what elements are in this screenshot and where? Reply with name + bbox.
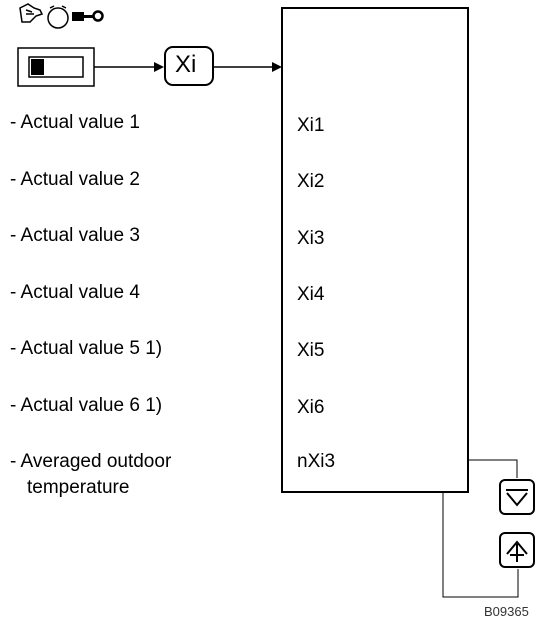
wire-down-button [468, 459, 518, 478]
hand-icon [19, 3, 44, 23]
code-xi1: Xi1 [297, 115, 325, 136]
code-xi4: Xi4 [297, 284, 325, 305]
up-arrow-button[interactable] [499, 532, 535, 568]
wire-up-button [442, 492, 519, 598]
label-averaged-outdoor-line2: temperature [27, 477, 130, 498]
up-arrow-button-icon [506, 540, 528, 562]
label-actual-value-4: - Actual value 4 [10, 282, 140, 303]
xi-box [164, 46, 214, 86]
arrowhead-block [272, 62, 282, 72]
clock-icon [47, 5, 69, 29]
arrowhead-xi [154, 62, 164, 72]
code-nxi3: nXi3 [297, 451, 336, 472]
value-block [281, 7, 469, 493]
label-averaged-outdoor: - Averaged outdoor [10, 451, 172, 472]
code-xi2: Xi2 [297, 171, 325, 192]
label-actual-value-6: - Actual value 6 1) [10, 395, 163, 416]
down-arrow-button-icon [506, 489, 528, 507]
label-actual-value-2: - Actual value 2 [10, 169, 140, 190]
key-icon [72, 10, 104, 22]
code-xi6: Xi6 [297, 397, 325, 418]
xi-label: Xi [175, 51, 197, 78]
label-actual-value-5: - Actual value 5 1) [10, 338, 163, 359]
code-xi5: Xi5 [297, 340, 325, 361]
display-slider-icon [17, 47, 95, 87]
label-actual-value-1: - Actual value 1 [10, 112, 140, 133]
figure-id: B09365 [484, 604, 529, 619]
label-actual-value-3: - Actual value 3 [10, 225, 140, 246]
code-xi3: Xi3 [297, 228, 325, 249]
down-arrow-button[interactable] [499, 479, 535, 515]
